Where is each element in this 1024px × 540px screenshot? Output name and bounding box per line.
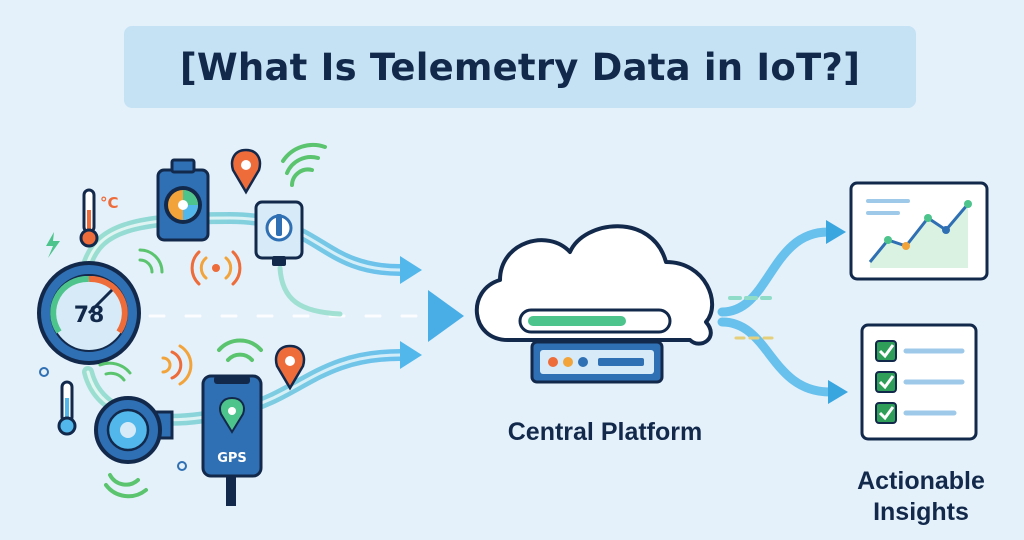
- server-light-1-icon: [548, 357, 558, 367]
- page-title: [What Is Telemetry Data in IoT?]: [179, 45, 861, 89]
- data-flows: [82, 211, 848, 426]
- wifi-top-icon: [281, 142, 327, 187]
- valve-sensor-icon: [254, 200, 304, 266]
- server-unit-icon: [530, 340, 664, 384]
- flow-middle-arrowhead: [428, 290, 464, 342]
- title-banner: [What Is Telemetry Data in IoT?]: [124, 26, 916, 108]
- thermometer-bottom-icon: [57, 380, 77, 436]
- cloud-platform-icon: [475, 224, 715, 346]
- flow-sensor-branch: [277, 265, 343, 317]
- wifi-small-icon: [138, 248, 164, 274]
- gps-phone-icon: [201, 374, 263, 506]
- checklist-card-icon: [860, 323, 978, 441]
- wifi-mid-icon: [217, 338, 263, 362]
- central-platform-label: Central Platform: [507, 418, 703, 446]
- thermometer-top-icon: [79, 188, 99, 248]
- flow-upper-inner: [86, 216, 402, 272]
- check-item-3-icon: [875, 402, 957, 424]
- status-dot-icon: [39, 367, 49, 377]
- gps-label: GPS: [217, 451, 247, 466]
- temperature-unit-label: °C: [100, 194, 119, 212]
- lightning-icon: [46, 232, 60, 258]
- check-item-1-icon: [875, 340, 965, 362]
- insights-label-line-1: Actionable: [857, 467, 985, 495]
- insights-label-line-2: Insights: [873, 498, 969, 526]
- line-chart-card-icon: [849, 181, 989, 281]
- camera-device-icon: [156, 158, 210, 242]
- location-pin-top-icon: [230, 148, 262, 195]
- check-item-2-icon: [875, 371, 965, 393]
- server-light-3-icon: [578, 357, 588, 367]
- flow-out-bottom-arrowhead: [828, 380, 848, 404]
- signal-small-icon: [161, 344, 193, 386]
- gauge-value: 78: [74, 303, 105, 328]
- flow-out-bottom: [717, 317, 835, 397]
- actionable-insights-label: Actionable Insights: [826, 466, 1016, 528]
- flow-upper-arrowhead: [400, 256, 422, 284]
- signal-broadcast-icon: [190, 250, 242, 286]
- wifi-bottom-icon: [104, 473, 148, 499]
- flow-lower-arrowhead: [400, 341, 422, 369]
- wifi-left-icon: [98, 361, 132, 382]
- flow-out-top: [717, 227, 833, 317]
- status-dot-bottom-icon: [177, 461, 187, 471]
- server-light-2-icon: [563, 357, 573, 367]
- flow-out-top-arrowhead: [826, 220, 846, 244]
- location-pin-bottom-icon: [274, 344, 306, 391]
- pressure-gauge-icon: [37, 261, 141, 365]
- flow-meter-device-icon: [94, 396, 174, 464]
